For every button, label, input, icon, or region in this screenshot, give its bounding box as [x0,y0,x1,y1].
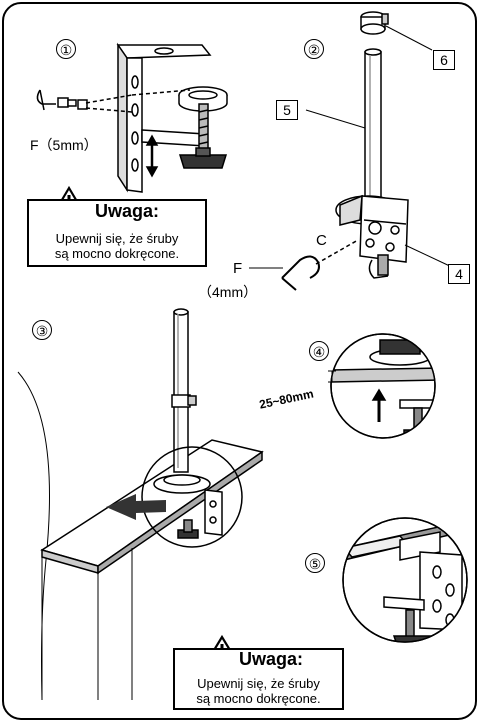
screw-size-label: F（5mm） [30,137,98,153]
warning-box-top: Uwaga: Upewnij się, że śruby są mocno do… [27,199,207,267]
step1-clamp-illustration [36,42,228,193]
warning-text-line-2: są mocno dokręcone. [54,246,180,261]
step-4-label: ④ [312,344,326,360]
step-1-label: ① [59,42,73,58]
step-3-number: ③ [32,320,52,340]
part-5-text: 5 [283,102,291,118]
step-2-label: ② [307,42,321,58]
part-c-label: C [316,232,327,249]
step-4-number: ④ [309,341,329,361]
part-5-label: 5 [276,100,298,120]
step3-desk-illustration [17,308,264,701]
step4-thickness-illustration [328,333,436,439]
warning-text-line-1: Upewnij się, że śruby [55,231,179,246]
warning-box-bottom: Uwaga: Upewnij się, że śruby są mocno do… [173,648,344,710]
step-5-number: ⑤ [305,553,325,573]
warning-title: Uwaga: [95,201,160,221]
warning-text-line-2: są mocno dokręcone. [196,691,321,706]
part-4-label: 4 [448,264,470,284]
step2-pole-illustration [249,11,455,291]
part-f-label: F [233,260,243,277]
step-1-number: ① [56,39,76,59]
step-2-number: ② [304,39,324,59]
hex-key-size-label: （4mm） [198,284,258,300]
warning-title: Uwaga: [239,649,304,669]
part-6-text: 6 [440,52,448,68]
step5-clamp-illustration [342,517,468,643]
step-3-label: ③ [35,323,49,339]
step-5-label: ⑤ [308,556,322,572]
part-6-label: 6 [433,50,455,70]
part-4-text: 4 [455,266,463,282]
warning-text-line-1: Upewnij się, że śruby [197,676,320,691]
